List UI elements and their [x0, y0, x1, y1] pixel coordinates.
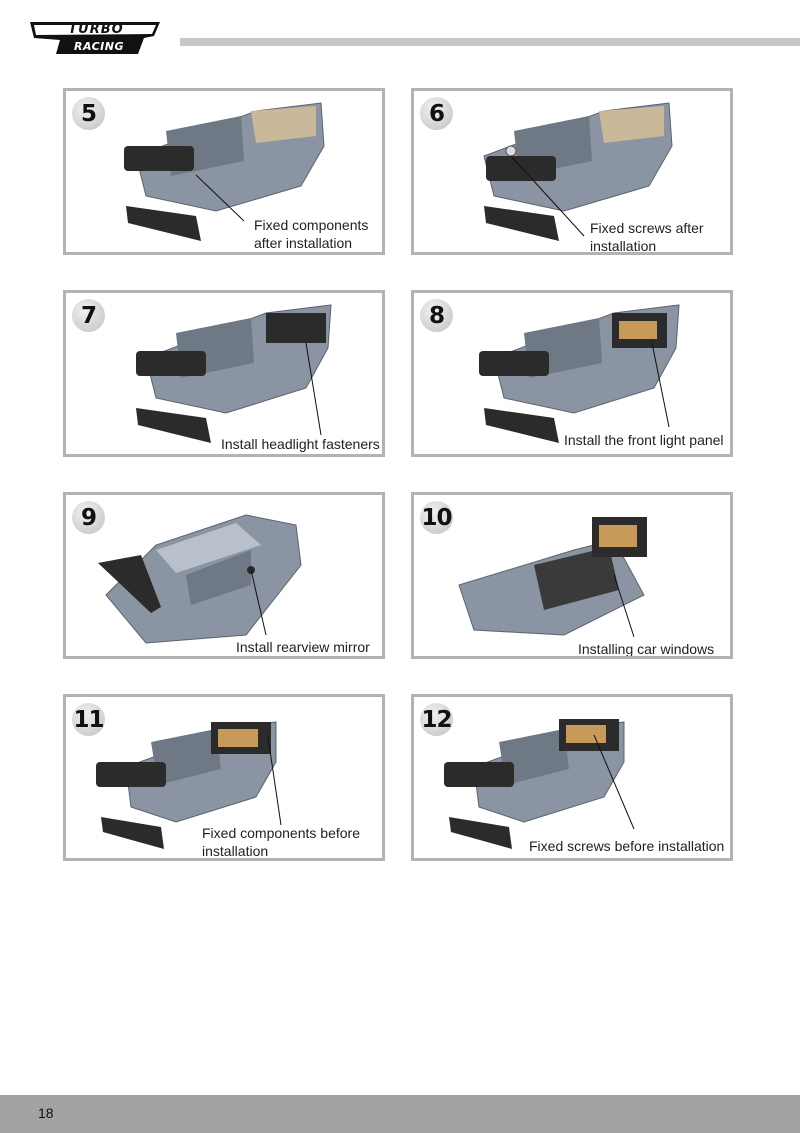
step-number-badge: 5 [72, 97, 105, 130]
step-caption: Install headlight fasteners [221, 435, 380, 453]
footer-bar: 18 [0, 1095, 800, 1133]
caption-line: after installation [254, 235, 353, 251]
step-number-badge: 8 [420, 299, 453, 332]
chassis-shape [124, 102, 325, 241]
caption-line: Install the front light panel [564, 432, 724, 448]
header-rule [180, 38, 800, 46]
car-body-illustration [444, 719, 635, 849]
car-body-illustration [483, 102, 673, 241]
step-number-badge: 12 [420, 703, 453, 736]
car-body-illustration [98, 514, 302, 644]
step-caption: Installing car windows [578, 640, 715, 657]
caption-line: Fixed screws before installation [529, 838, 725, 854]
car-body-illustration [124, 102, 325, 241]
step-caption: Fixed components after installation [254, 216, 368, 252]
step-caption: Install the front light panel [564, 431, 724, 449]
step-panel-10: 10 Installing car windows [411, 492, 733, 659]
step-panel-6: 6 Fixed screws after installation [411, 88, 733, 255]
caption-line: Fixed components [254, 217, 369, 233]
step-caption: Fixed components before installation [202, 824, 360, 859]
step-number-badge: 9 [72, 501, 105, 534]
logo-brand-text: TURBO [68, 22, 123, 37]
logo-sub-text: RACING [74, 40, 124, 53]
caption-line: installation [202, 843, 269, 859]
step-number-badge: 10 [420, 501, 453, 534]
step-panel-9: 9 Install rearview mirror [63, 492, 385, 659]
step-number-badge: 11 [72, 703, 105, 736]
step-panel-5: 5 Fixed components after installation [63, 88, 385, 255]
step-caption: Fixed screws before installation [529, 837, 724, 855]
car-body-illustration [136, 304, 332, 443]
step-caption: Fixed screws after installation [590, 219, 704, 254]
caption-line: Install rearview mirror [236, 639, 370, 655]
car-body-illustration [458, 517, 647, 638]
step-panel-12: 12 Fixed screws before installation [411, 694, 733, 861]
caption-line: Install headlight fasteners [221, 436, 380, 452]
step-caption: Install rearview mirror [236, 638, 370, 656]
car-body-illustration [96, 721, 282, 849]
caption-line: Fixed components before [202, 825, 360, 841]
step-panel-8: 8 Install the front light panel [411, 290, 733, 457]
step-panel-11: 11 Fixed components before installation [63, 694, 385, 861]
caption-line: Fixed screws after [590, 220, 704, 236]
turbo-racing-logo: TURBO RACING [30, 22, 160, 54]
step-panel-7: 7 Install headlight fasteners [63, 290, 385, 457]
caption-line: Installing car windows [578, 641, 715, 657]
page-number: 18 [38, 1105, 54, 1121]
caption-line: installation [590, 238, 657, 254]
step-number-badge: 7 [72, 299, 105, 332]
step-number-badge: 6 [420, 97, 453, 130]
car-body-illustration [479, 304, 680, 443]
